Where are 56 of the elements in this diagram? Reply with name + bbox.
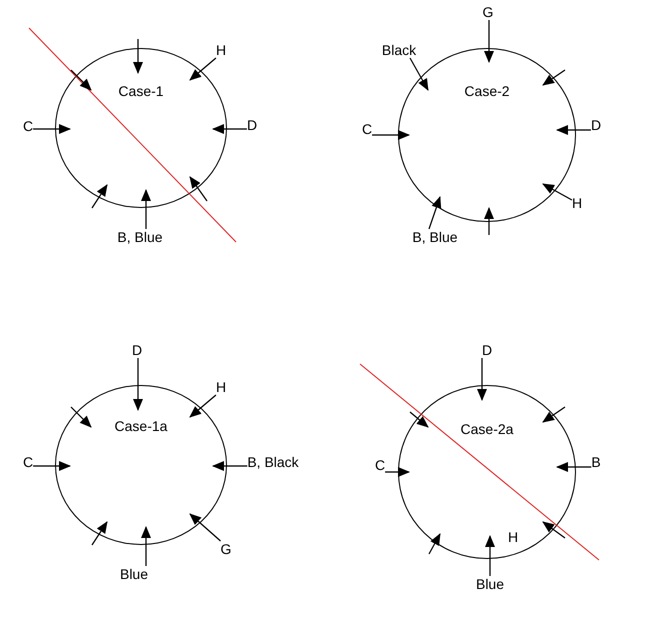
arrow [189, 176, 208, 202]
arrow [484, 207, 494, 235]
arrow [477, 358, 487, 401]
arrow-label: C [22, 454, 34, 470]
arrow-label: C [362, 121, 372, 137]
arrow [33, 461, 71, 471]
arrow-label: Blue [120, 566, 148, 582]
arrow [409, 58, 429, 91]
arrow [428, 196, 442, 230]
arrow [141, 189, 151, 229]
arrow-label: H [216, 42, 226, 58]
arrow-label: B, Black [247, 454, 299, 470]
arrow-label: G [220, 541, 232, 557]
arrow-label: D [590, 117, 602, 133]
arrow-label: G [482, 4, 494, 20]
arrow [485, 535, 495, 576]
note-text: H [508, 529, 518, 545]
arrow [212, 461, 248, 471]
arrow-label: D [132, 342, 142, 358]
arrow-label: H [216, 379, 226, 395]
circle [398, 385, 576, 559]
arrow [212, 124, 247, 134]
case-title: Case-2a [460, 420, 514, 438]
case-title: Case-2 [464, 82, 510, 100]
arrow-label: H [572, 195, 582, 211]
arrow-label: Blue [476, 576, 504, 592]
arrow [372, 130, 410, 140]
arrow [385, 467, 410, 477]
arrow [33, 124, 71, 134]
arrow [189, 513, 221, 542]
case-title: Case-1a [114, 417, 168, 435]
arrow [189, 394, 216, 418]
arrow [70, 70, 92, 91]
arrow-label: B [591, 454, 601, 470]
arrow-label: Black [382, 42, 416, 58]
arrow-label: C [374, 457, 386, 473]
case-title: Case-1 [118, 82, 164, 100]
arrow [484, 20, 494, 63]
arrow [133, 358, 143, 411]
arrow [428, 533, 441, 554]
arrow [542, 521, 566, 538]
arrow [92, 521, 108, 546]
arrow [92, 184, 108, 208]
arrow-label: D [482, 342, 492, 358]
arrow [542, 406, 566, 423]
arrow [410, 412, 429, 428]
arrow [70, 406, 92, 428]
arrow-label: D [246, 117, 258, 133]
arrow-label: B, Blue [117, 229, 163, 245]
arrow-label: C [22, 118, 34, 134]
arrow-label: B, Blue [412, 229, 458, 245]
arrow [141, 526, 151, 566]
arrow [542, 70, 566, 86]
arrow [133, 39, 143, 74]
arrow [189, 58, 216, 81]
arrow [542, 183, 572, 201]
